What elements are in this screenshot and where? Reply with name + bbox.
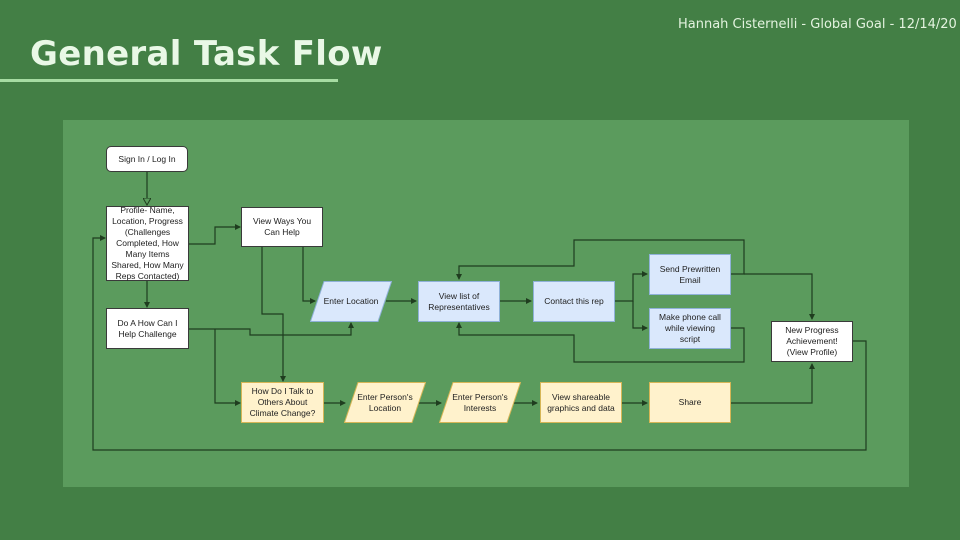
node-phone-call: Make phone call while viewing script <box>649 308 731 349</box>
node-label: Contact this rep <box>544 296 604 306</box>
node-label: How Do I Talk to Others About Climate Ch… <box>249 386 316 418</box>
parallelogram-shape <box>310 281 392 322</box>
parallelogram-shape <box>344 382 426 423</box>
edge-share-achievement <box>730 363 815 404</box>
node-label: View Ways You Can Help <box>252 216 312 237</box>
author-date-subtitle: Hannah Cisternelli - Global Goal - 12/14… <box>678 17 957 32</box>
edge-achievement-profile <box>92 235 867 451</box>
title-underline <box>0 79 338 82</box>
edge-phone-viewreps <box>456 322 745 363</box>
edge-viewways-enterlocation <box>302 247 316 304</box>
node-label: Share <box>678 397 702 407</box>
node-label: Send Prewritten Email <box>659 263 721 285</box>
edge-contactrep-phone <box>632 301 648 331</box>
node-send-email: Send Prewritten Email <box>649 254 731 295</box>
node-challenge: Do A How Can I Help Challenge <box>106 308 189 349</box>
node-label: Make phone call while viewing script <box>659 312 721 344</box>
node-sign-in: Sign In / Log In <box>106 146 188 172</box>
node-label: Do A How Can I Help Challenge <box>117 317 178 339</box>
node-talk-to-others: How Do I Talk to Others About Climate Ch… <box>241 382 324 423</box>
node-enter-location: Enter Location <box>310 281 392 322</box>
edge-challenge-talk <box>214 329 241 406</box>
node-share: Share <box>649 382 731 423</box>
node-label: Enter Person's Interests <box>452 391 508 413</box>
node-profile: Profile- Name, Location, Progress (Chall… <box>106 205 189 281</box>
edge-challenge-enterlocation <box>189 322 354 336</box>
node-view-reps: View list of Representatives <box>418 281 500 322</box>
edge-contactrep-email <box>615 271 648 302</box>
node-label: Sign In / Log In <box>118 153 176 164</box>
node-person-interests: Enter Person's Interests <box>439 382 521 423</box>
node-person-location: Enter Person's Location <box>344 382 426 423</box>
edge-email-achievement <box>744 273 815 320</box>
node-label: View shareable graphics and data <box>547 391 615 413</box>
edge-viewways-talk <box>261 247 286 382</box>
node-label: New Progress Achievement! (View Profile) <box>785 325 839 357</box>
node-contact-rep: Contact this rep <box>533 281 615 322</box>
edge-profile-viewways <box>189 224 241 245</box>
node-label: Enter Location <box>323 296 379 306</box>
parallelogram-shape <box>439 382 521 423</box>
node-achievement: New Progress Achievement! (View Profile) <box>771 321 853 362</box>
node-label: View list of Representatives <box>428 290 490 312</box>
node-shareable: View shareable graphics and data <box>540 382 622 423</box>
page-title: General Task Flow <box>30 34 383 74</box>
node-label: Enter Person's Location <box>357 391 413 413</box>
node-view-ways: View Ways You Can Help <box>241 207 323 247</box>
node-label: Profile- Name, Location, Progress (Chall… <box>111 205 184 281</box>
